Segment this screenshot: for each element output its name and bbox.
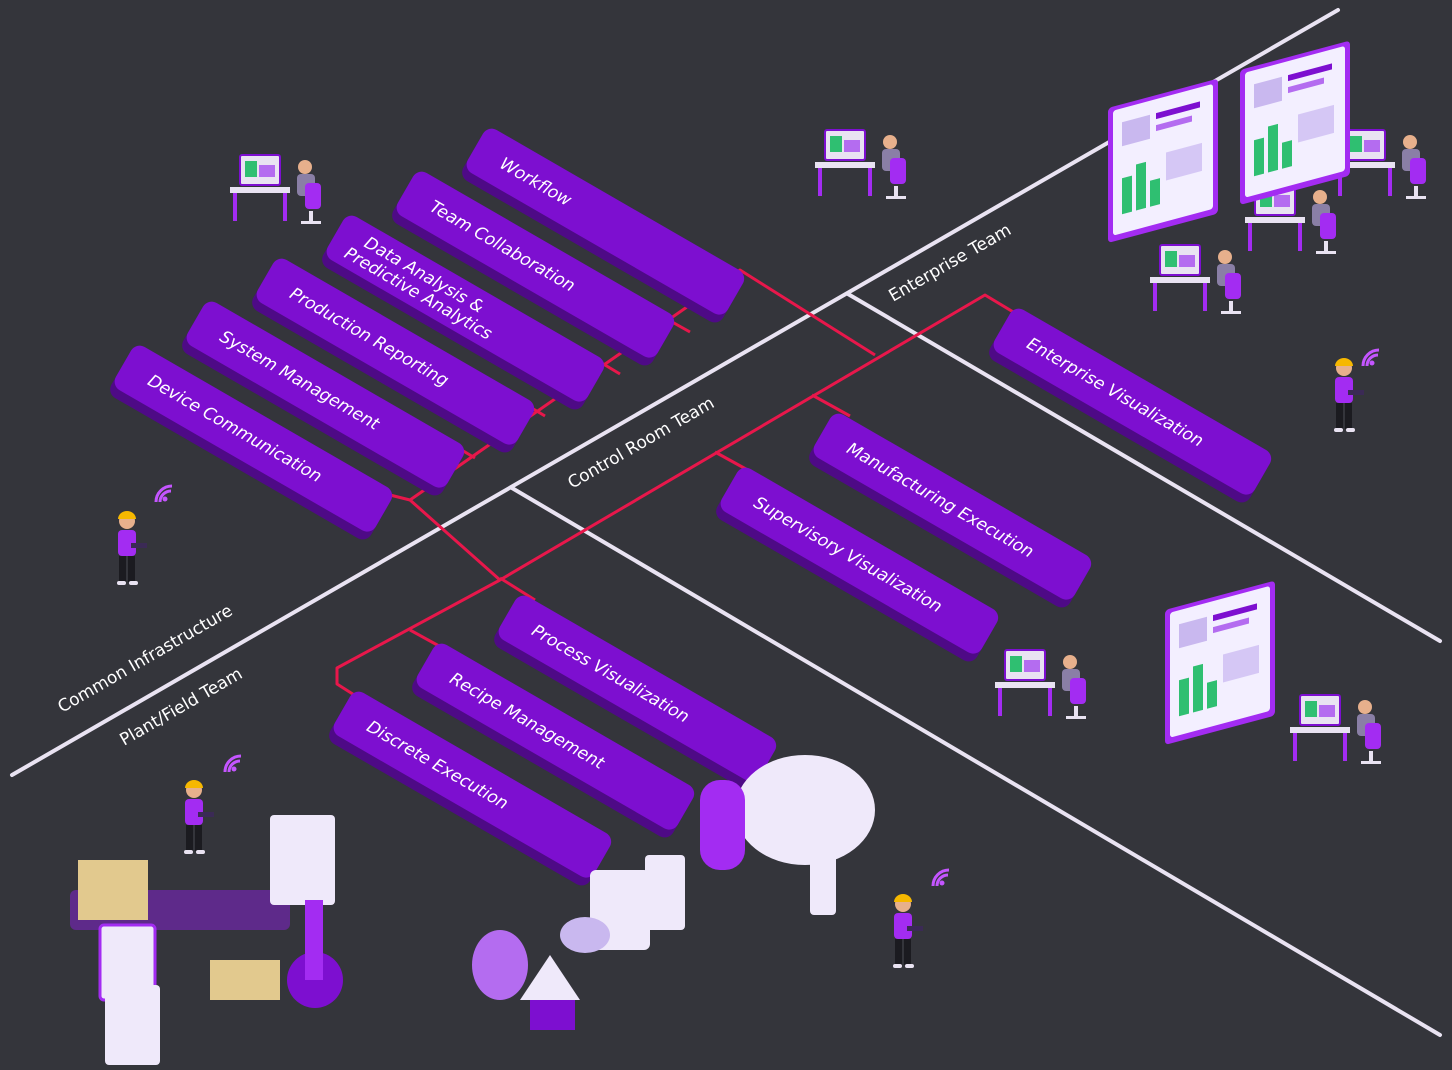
operator-workstation <box>995 650 1086 719</box>
field-worker-figure <box>184 780 214 854</box>
operator-workstation <box>1150 245 1241 314</box>
operator-workstation <box>230 155 321 224</box>
enterprise-worker-figure <box>1334 358 1364 432</box>
field-worker-figure <box>893 894 923 968</box>
wifi-icon <box>1363 350 1379 366</box>
wifi-icon <box>156 486 172 502</box>
dashboard-display <box>1240 41 1350 205</box>
meeting-table <box>815 130 906 199</box>
field-worker-figure <box>117 511 147 585</box>
module-tile-enterprise-visualization: Enterprise Visualization <box>986 305 1275 506</box>
dashboard-display <box>1165 581 1275 745</box>
wifi-icon <box>933 870 949 886</box>
packaging-line-machinery <box>70 815 343 1065</box>
operator-workstation <box>1290 695 1381 764</box>
dashboard-display <box>1108 79 1218 243</box>
divider-control-room <box>512 488 1440 1035</box>
wifi-icon <box>225 756 241 772</box>
